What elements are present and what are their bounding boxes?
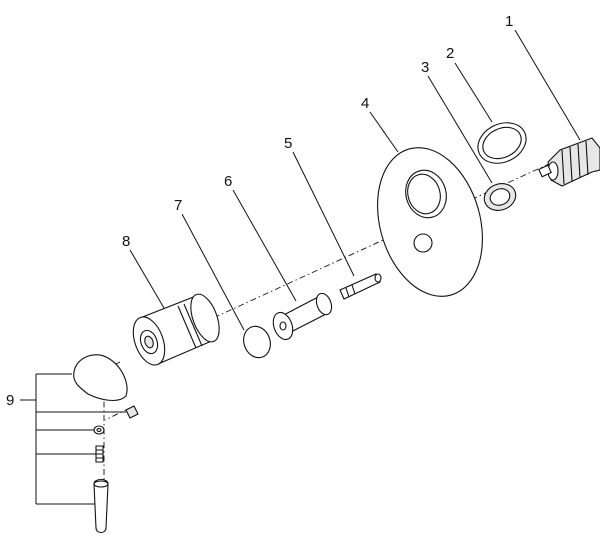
callout-8: 8: [122, 233, 130, 250]
part-5-stem-extension: [339, 273, 382, 300]
callout-2: 2: [446, 45, 454, 62]
callout-5: 5: [284, 135, 292, 152]
part-1-cartridge: [538, 137, 600, 187]
callout-6: 6: [224, 173, 232, 190]
part-4-escutcheon-plate: [377, 147, 483, 297]
part-9-bracket: [20, 373, 126, 505]
leader-lines: [129, 29, 581, 331]
part-2-large-ring: [477, 122, 527, 164]
callout-1: 1: [505, 13, 513, 30]
callout-7: 7: [174, 197, 182, 214]
callout-labels: 1 2 3 4 5 6 7 8 9: [6, 13, 513, 409]
callout-3: 3: [421, 59, 429, 76]
callout-9: 9: [6, 392, 14, 409]
part-6-sleeve: [272, 292, 333, 341]
part-3-small-ring: [483, 183, 517, 211]
part-7-cap-disc: [243, 325, 271, 359]
part-9-lever-handle: [73, 354, 139, 534]
callout-4: 4: [361, 95, 369, 112]
part-8-handle-hub: [132, 293, 220, 366]
